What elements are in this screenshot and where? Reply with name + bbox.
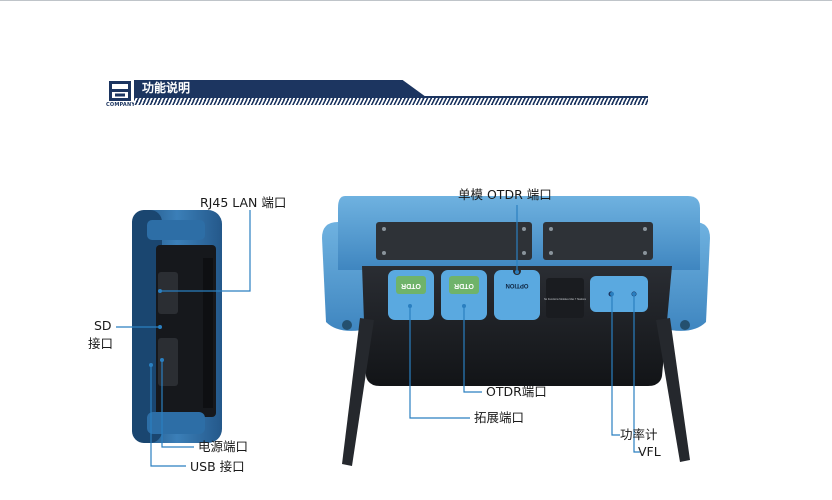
panel-text: No Functions Modules Max 7 Stations (544, 298, 587, 301)
section-header: COMPANY 功能说明 (106, 80, 648, 110)
expansion-port-label: 拓展端口 (474, 410, 525, 425)
top-rule (0, 0, 832, 1)
usb-port-label: USB 接口 (190, 459, 245, 474)
title-tab (134, 80, 426, 97)
leader-dots (149, 270, 636, 367)
page-title: 功能说明 (142, 81, 191, 95)
module-1-label: OTDR (401, 282, 421, 289)
leader-lines (116, 205, 640, 467)
rj45-label: RJ45 LAN 端口 (200, 195, 287, 210)
company-logo-icon (109, 81, 131, 101)
sd-label-line1: SD (94, 318, 112, 333)
title-underline (134, 96, 648, 98)
title-hatch (134, 98, 648, 105)
module-3-label: OPTION (505, 282, 528, 288)
module-2-label: OTDR (454, 282, 474, 289)
vfl-label: VFL (638, 444, 661, 459)
side-view-device (132, 210, 222, 443)
company-logo-text: COMPANY (106, 102, 136, 108)
power-port-label: 电源端口 (198, 439, 249, 454)
sd-label-line2: 接口 (88, 336, 114, 351)
single-mode-otdr-label: 单模 OTDR 端口 (458, 187, 552, 202)
power-meter-label: 功率计 (620, 427, 658, 442)
back-view-device (322, 196, 710, 466)
otdr-port-label: OTDR端口 (486, 384, 547, 399)
